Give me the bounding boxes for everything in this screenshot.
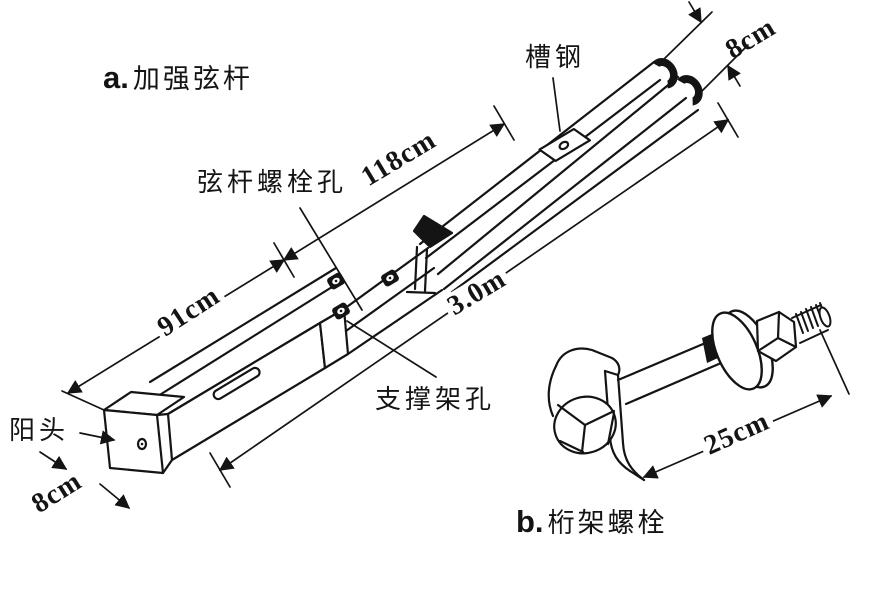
extension-tick: [493, 105, 515, 141]
channel-end-c-section: [652, 58, 678, 89]
label-channel-steel: 槽钢: [524, 43, 586, 72]
part-b-letter: b.: [516, 504, 544, 539]
part-a-title: 加强弦杆: [132, 64, 253, 94]
dimension-arrow-8cm-top: [688, 1, 702, 24]
channel-end-c-section: [677, 75, 703, 106]
leader-male-head: [79, 430, 116, 445]
extension-tick: [717, 102, 739, 138]
part-b-caption: b. 桁架螺栓: [516, 506, 668, 537]
truss-bolt-drawing: [547, 302, 832, 482]
part-a-letter: a.: [103, 60, 129, 95]
channel-pair: [418, 58, 703, 291]
leader-chord-bolt-hole: [299, 207, 363, 311]
part-a-caption: a. 加强弦杆: [103, 62, 253, 93]
part-b-title: 桁架螺栓: [547, 508, 668, 538]
witness-line: [697, 44, 749, 96]
hex-nut: [755, 310, 798, 363]
label-male-head: 阳头: [8, 416, 70, 445]
threaded-end: [791, 302, 832, 344]
reinforcing-sleeve: [166, 307, 350, 462]
extension-tick: [273, 242, 295, 278]
dimension-arrow-8cm-head: [99, 483, 131, 509]
leader-support-frame-hole: [346, 320, 437, 378]
leader-channel-steel: [552, 77, 561, 132]
dimension-arrow-8cm-head: [39, 451, 68, 470]
label-chord-bolt-hole: 弦杆螺栓孔: [196, 168, 348, 197]
extension-tick: [209, 452, 231, 488]
witness-line: [662, 11, 713, 61]
witness-line: [819, 329, 850, 395]
label-support-frame-hole: 支撑架孔: [374, 385, 496, 414]
witness-line: [61, 390, 105, 411]
leader-lines: [79, 77, 561, 445]
dimension-arrow-8cm-top: [727, 64, 741, 87]
head-hole: [136, 437, 148, 451]
male-head-box: [102, 390, 186, 475]
